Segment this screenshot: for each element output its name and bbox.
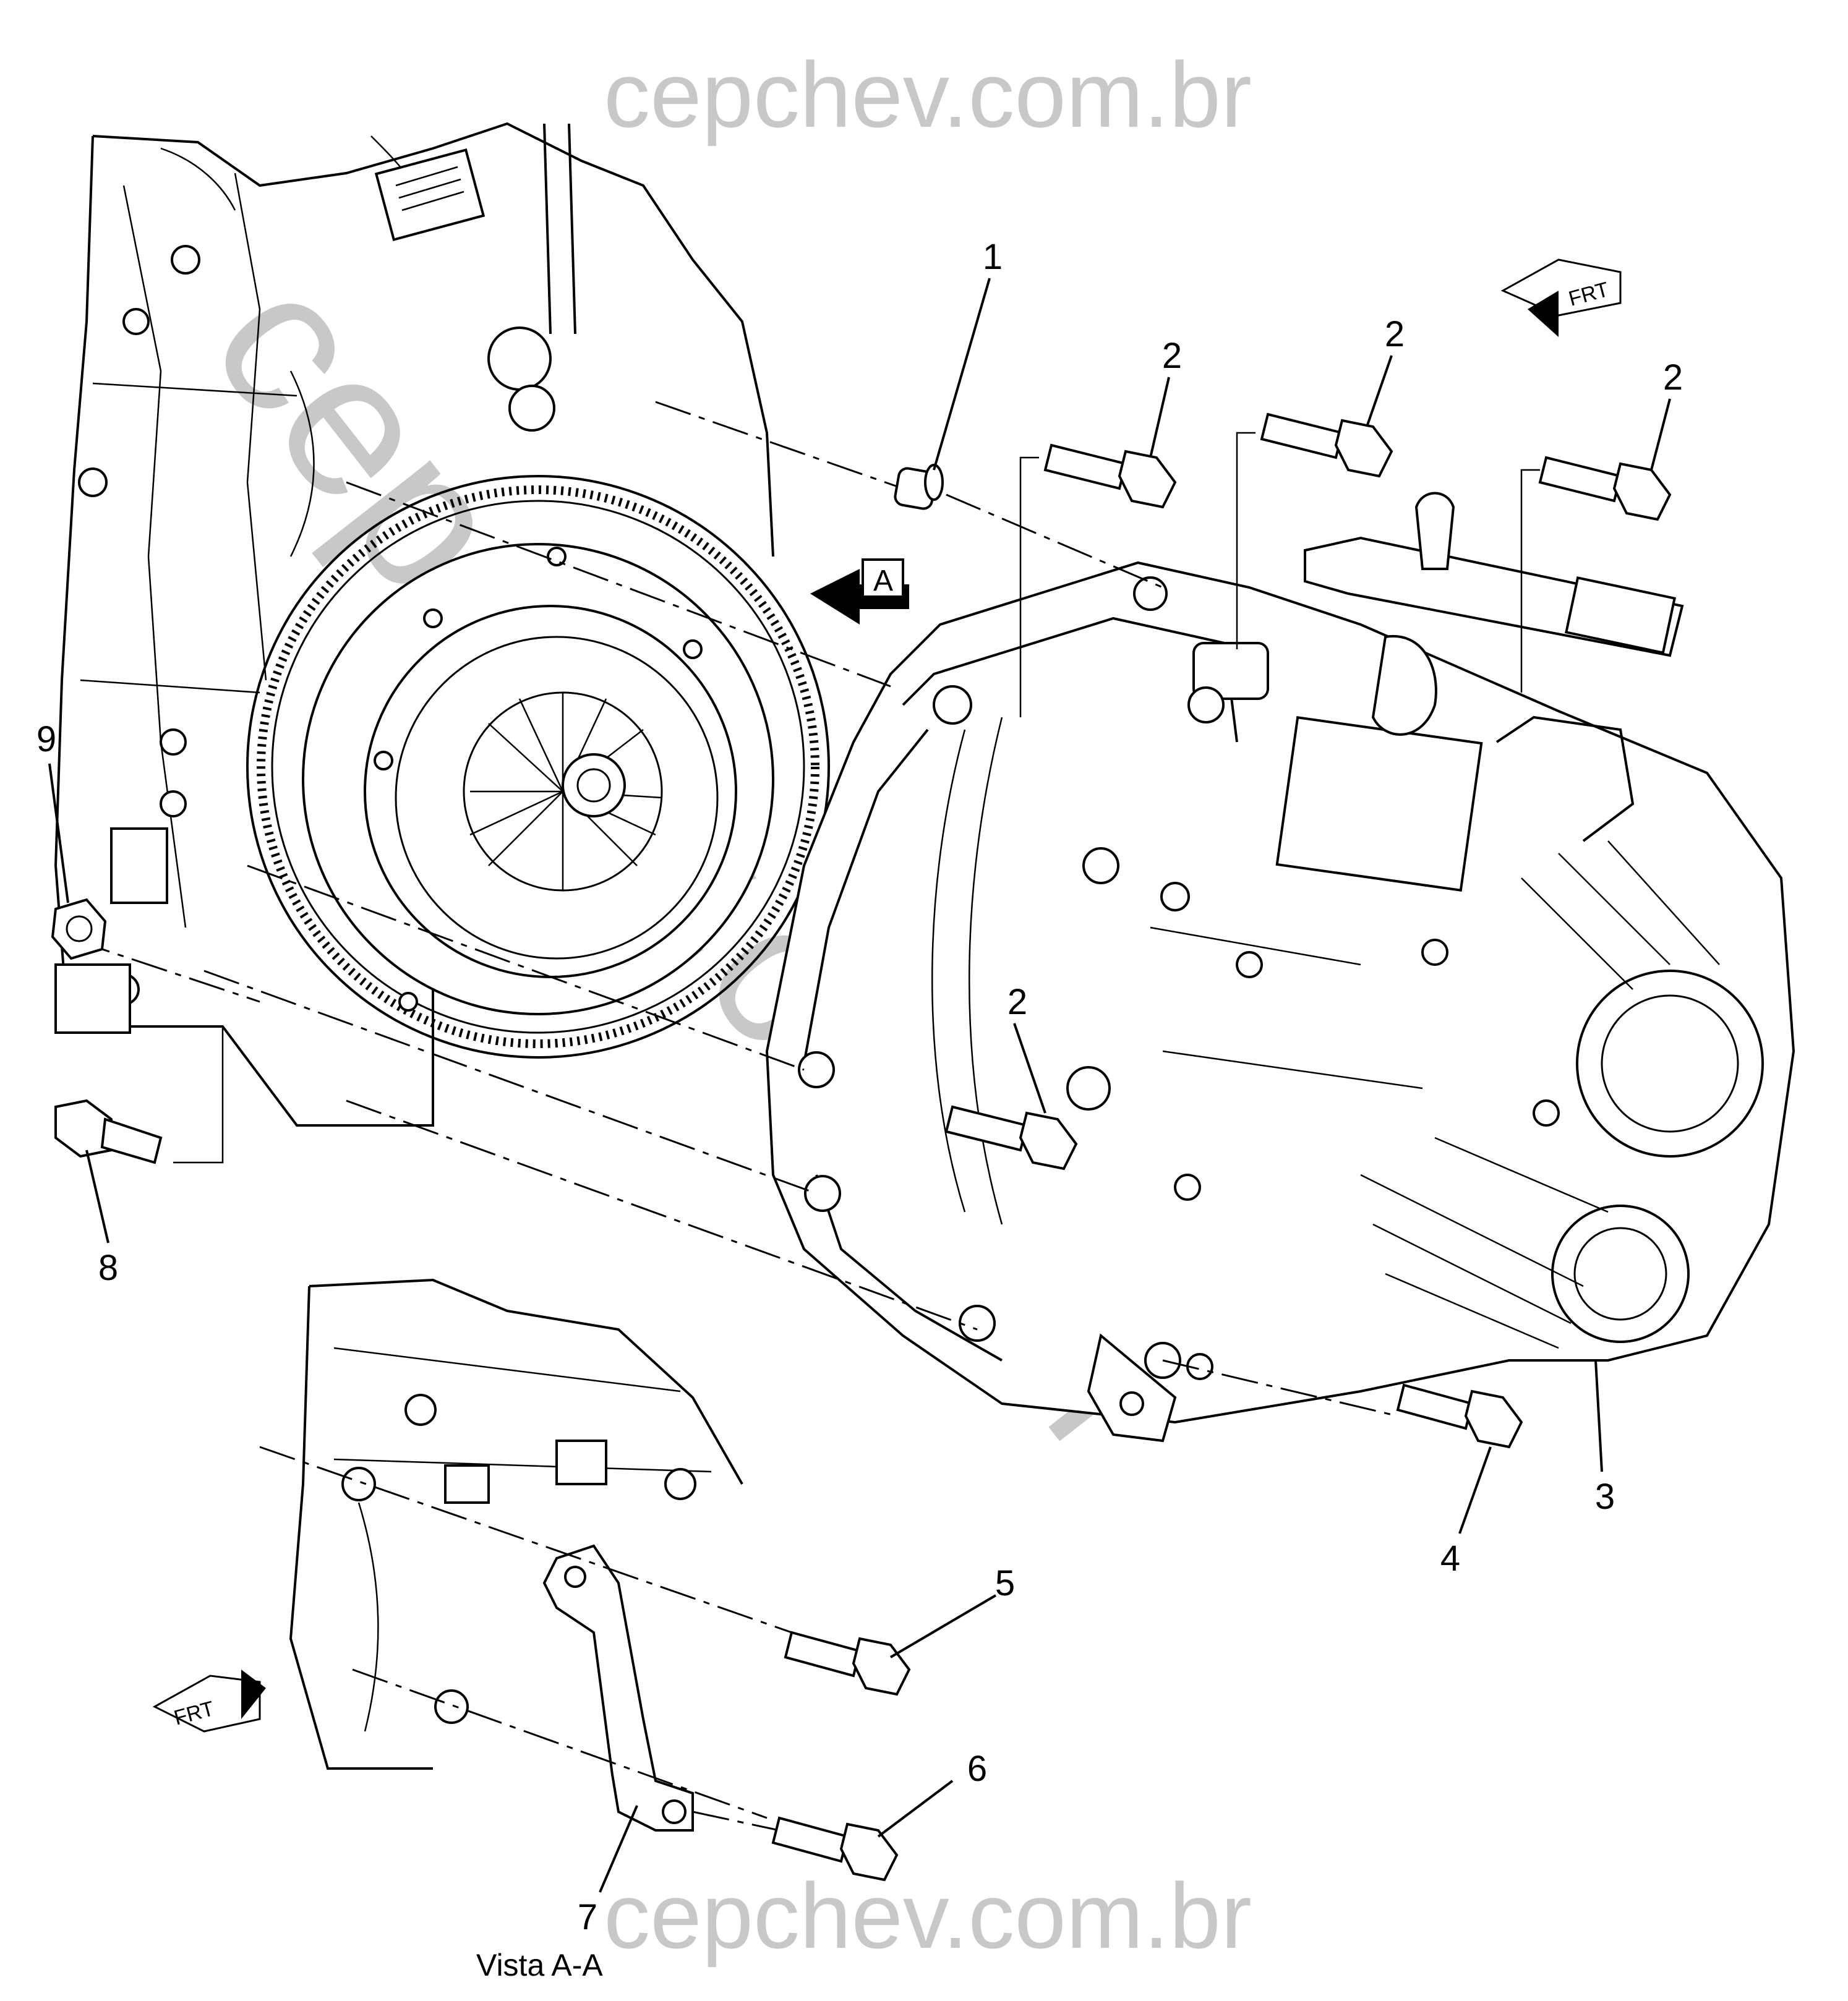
leader-lines	[48, 278, 1671, 1893]
transmission-housing	[765, 492, 1795, 1443]
bolt-2-top-right	[1538, 456, 1672, 521]
callout-2-top-left: 2	[1162, 336, 1182, 376]
frt-indicator-top: FRT	[1500, 258, 1622, 337]
bolt-8	[54, 1099, 163, 1164]
frt-indicator-bottom: FRT	[152, 1670, 266, 1733]
view-aa-background	[289, 1278, 743, 1770]
callout-1: 1	[983, 237, 1003, 277]
callout-8: 8	[98, 1248, 118, 1288]
view-arrow-a: A	[810, 558, 909, 625]
watermark-top: cepchev.com.br	[604, 43, 1252, 147]
view-arrow-label: A	[873, 565, 893, 597]
bracket-7	[542, 1544, 694, 1832]
nut-9	[51, 898, 107, 960]
sleeve-1	[894, 464, 944, 510]
callout-3: 3	[1595, 1477, 1615, 1517]
bolt-2-center	[944, 1105, 1078, 1171]
bolt-4	[1396, 1383, 1523, 1449]
view-label: Vista A-A	[476, 1948, 603, 1982]
bolt-6	[771, 1816, 899, 1882]
bracket-7-hole	[662, 1799, 687, 1824]
bolt-2-top-left	[1043, 443, 1177, 509]
callout-2-top-middle: 2	[1385, 314, 1405, 354]
callout-5: 5	[995, 1563, 1015, 1603]
callout-4: 4	[1440, 1538, 1460, 1579]
bolt-5	[784, 1631, 911, 1696]
watermark-bottom: cepchev.com.br	[604, 1864, 1252, 1968]
callout-9: 9	[36, 719, 56, 759]
callout-2-center: 2	[1007, 982, 1027, 1022]
callout-6: 6	[967, 1749, 987, 1789]
flywheel-assembly	[246, 475, 830, 1059]
bracket-7-hole-upper	[564, 1566, 586, 1588]
callout-2-top-right: 2	[1663, 357, 1683, 398]
alignment-lines	[74, 401, 1398, 1832]
callout-7: 7	[578, 1897, 597, 1937]
bolt-2-top-middle	[1260, 412, 1393, 478]
engine-block	[54, 122, 774, 1127]
